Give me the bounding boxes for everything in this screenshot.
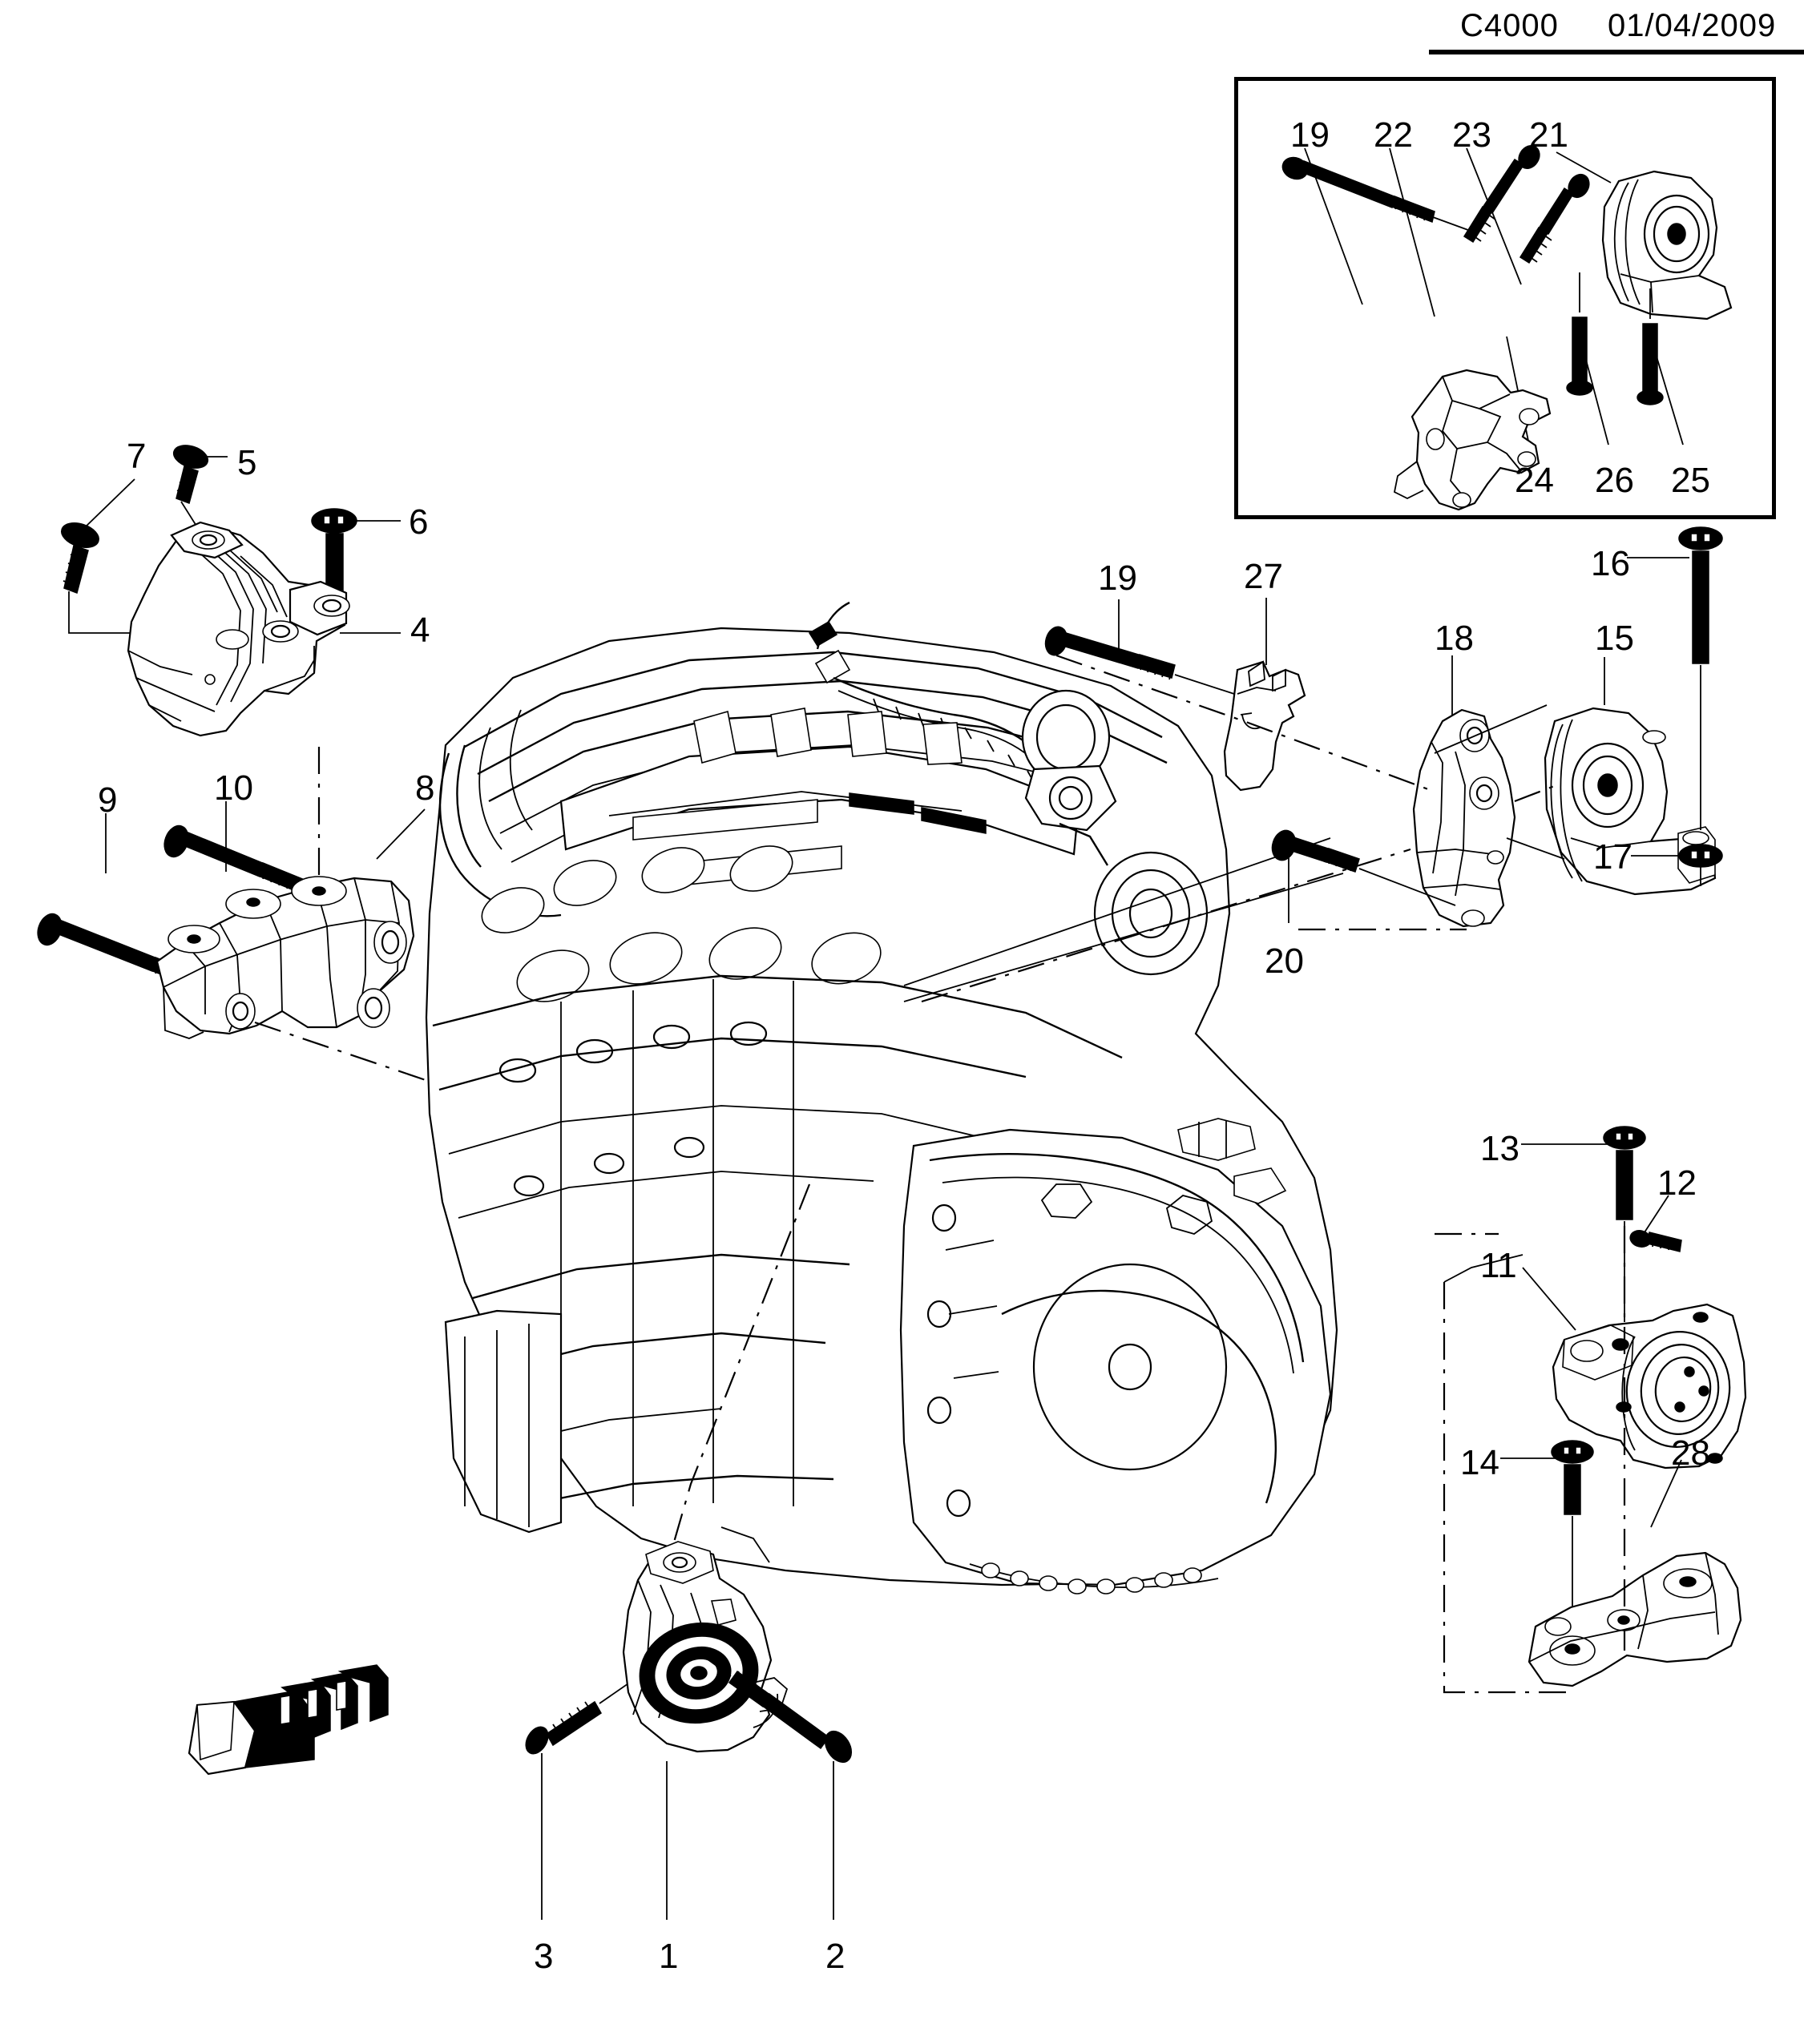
callout-4-10: 4 (410, 611, 430, 650)
bolt-10 (163, 824, 361, 911)
bolt-7 (61, 522, 172, 634)
callout-20-20: 20 (1265, 941, 1304, 981)
callout-5-8: 5 (237, 443, 257, 482)
callout-6-9: 6 (409, 502, 429, 542)
mount-4 (127, 521, 350, 737)
bracket-18 (1412, 708, 1516, 928)
callout-15-17: 15 (1595, 619, 1634, 658)
callout-18-16: 18 (1435, 619, 1474, 658)
connector-clip (188, 1664, 389, 1776)
header-rule (1429, 50, 1804, 54)
stud-12 (1629, 1230, 1682, 1252)
rear-mount-group (903, 526, 1723, 1003)
bolt-13 (1603, 1126, 1646, 1322)
bolt-14 (1551, 1440, 1594, 1652)
callout-21-3: 21 (1529, 115, 1568, 155)
callout-24-4: 24 (1515, 461, 1554, 500)
mount-11 (1552, 1303, 1747, 1470)
callout-26-5: 26 (1595, 461, 1634, 500)
callout-22-1: 22 (1374, 115, 1413, 155)
callout-12-22: 12 (1657, 1163, 1697, 1203)
bolt-6 (311, 508, 357, 627)
bolt-16 (1678, 526, 1723, 830)
transmission-mount-group (1435, 1126, 1747, 1694)
left-upper-mount-group (61, 445, 401, 737)
bracket-8 (155, 876, 415, 1039)
callout-1-27: 1 (659, 1937, 679, 1976)
callout-19-14: 19 (1098, 558, 1137, 598)
bolt-20 (1271, 829, 1456, 906)
callout-23-2: 23 (1452, 115, 1491, 155)
bolt-19-right (1044, 626, 1235, 695)
callout-13-21: 13 (1480, 1129, 1519, 1168)
callout-14-24: 14 (1460, 1443, 1499, 1482)
diagram-date: 01/04/2009 (1608, 8, 1777, 43)
mount-bracket-1 (622, 1541, 789, 1753)
nut-17 (1678, 844, 1723, 886)
diagram-code: C4000 (1460, 8, 1559, 43)
callout-17-19: 17 (1593, 837, 1632, 877)
callout-19-0: 19 (1290, 115, 1330, 155)
callout-11-23: 11 (1480, 1246, 1517, 1285)
bolt-2 (695, 1650, 853, 1764)
callout-27-15: 27 (1244, 557, 1283, 596)
bolt-3 (525, 1674, 642, 1755)
callout-25-6: 25 (1671, 461, 1710, 500)
detail-inset-box (1234, 77, 1776, 519)
callout-7-7: 7 (127, 437, 147, 476)
left-bracket-group (37, 745, 802, 1195)
bolt-5 (172, 445, 209, 546)
callout-2-28: 2 (825, 1937, 845, 1976)
front-lower-mount-group (525, 1183, 853, 1920)
heat-shield-27 (1223, 660, 1306, 792)
engine-assembly (425, 601, 1338, 1594)
callout-28-25: 28 (1671, 1433, 1710, 1473)
bolt-9 (37, 913, 257, 1006)
callout-9-11: 9 (98, 780, 118, 820)
callout-10-12: 10 (214, 768, 253, 808)
bracket-28 (1528, 1551, 1742, 1687)
callout-8-13: 8 (415, 768, 435, 808)
callout-16-18: 16 (1591, 544, 1630, 583)
callout-3-26: 3 (534, 1937, 554, 1976)
